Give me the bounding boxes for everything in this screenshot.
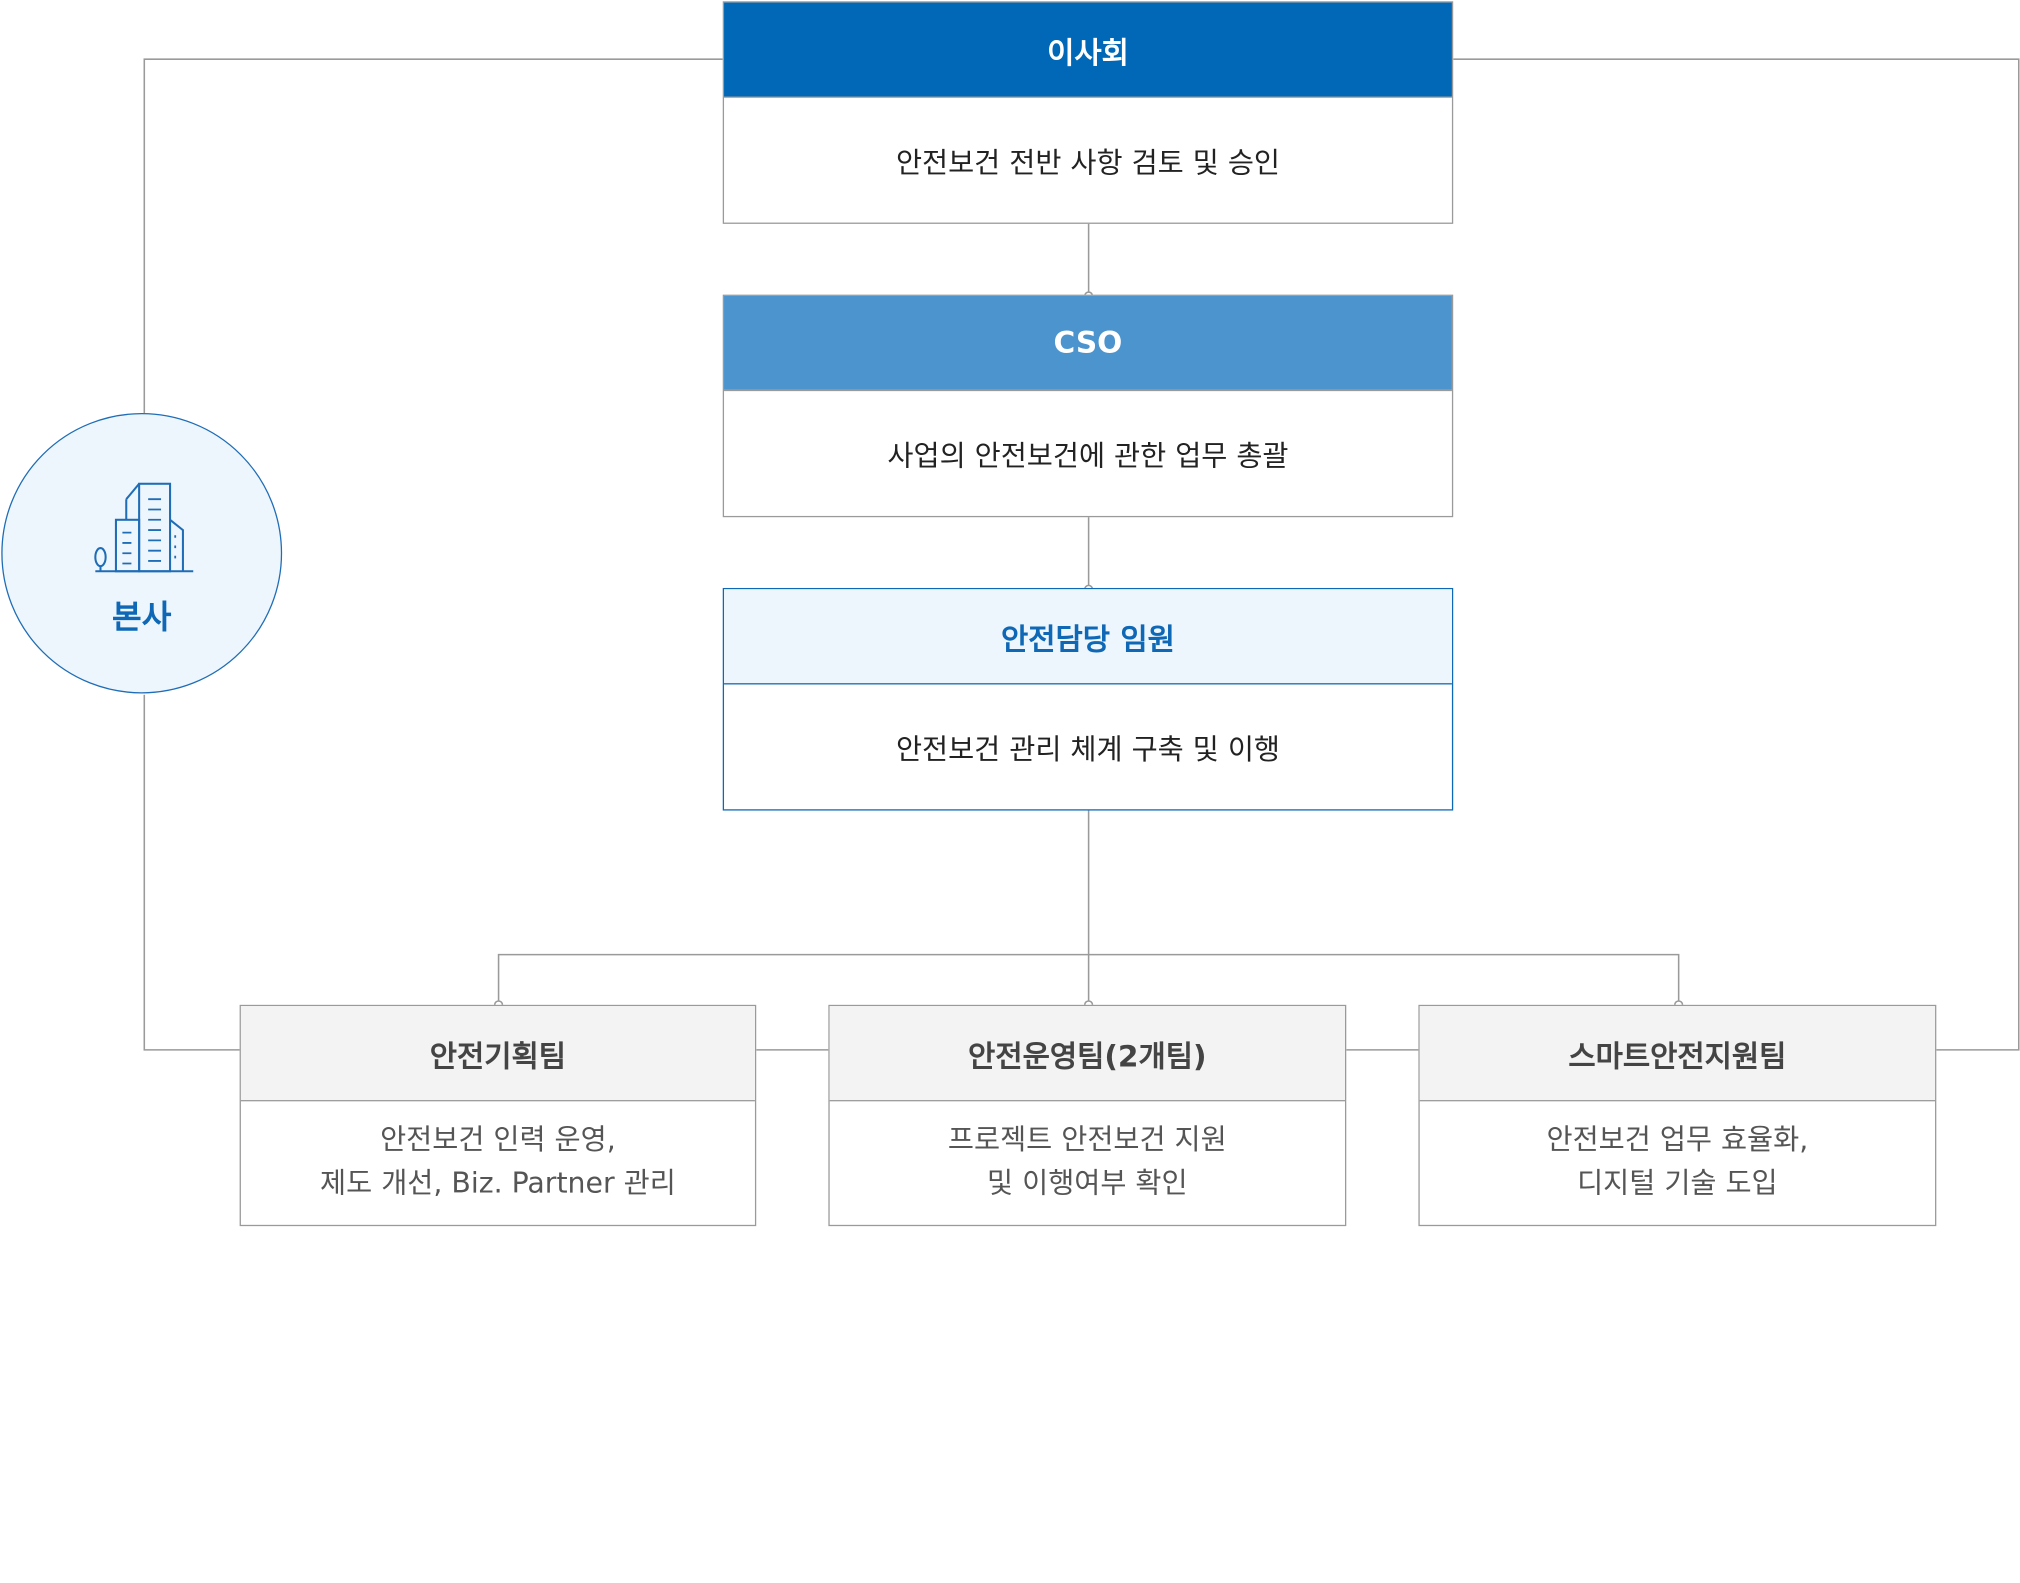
hq-node: 본사 [1, 412, 283, 694]
team-operation-desc: 프로젝트 안전보건 지원 및 이행여부 확인 [829, 1100, 1345, 1225]
team-operation-desc-line: 프로젝트 안전보건 지원 [947, 1124, 1227, 1157]
officer-box: 안전담당 임원 안전보건 관리 체계 구축 및 이행 [722, 587, 1454, 811]
team-planning-box: 안전기획팀 안전보건 인력 운영, 제도 개선, Biz. Partner 관리 [239, 1004, 757, 1227]
cso-box: CSO 사업의 안전보건에 관한 업무 총괄 [722, 294, 1454, 518]
team-smart-title: 스마트안전지원팀 [1419, 1006, 1936, 1101]
team-planning-desc-line: 안전보건 인력 운영, [380, 1124, 616, 1157]
cso-desc: 사업의 안전보건에 관한 업무 총괄 [724, 389, 1452, 516]
team-planning-title: 안전기획팀 [240, 1006, 755, 1101]
hq-label: 본사 [112, 598, 172, 636]
board-title: 이사회 [724, 2, 1452, 97]
officer-desc: 안전보건 관리 체계 구축 및 이행 [724, 683, 1452, 809]
team-smart-desc: 안전보건 업무 효율화, 디지털 기술 도입 [1419, 1100, 1936, 1225]
team-smart-desc-line: 안전보건 업무 효율화, [1546, 1124, 1809, 1157]
team-smart-desc-line: 디지털 기술 도입 [1577, 1168, 1778, 1201]
building-icon [94, 482, 194, 573]
officer-title: 안전담당 임원 [724, 589, 1452, 684]
board-desc: 안전보건 전반 사항 검토 및 승인 [724, 96, 1452, 222]
team-operation-desc-line: 및 이행여부 확인 [987, 1168, 1188, 1201]
team-planning-desc-line: 제도 개선, Biz. Partner 관리 [320, 1168, 676, 1201]
cso-title: CSO [724, 295, 1452, 390]
board-box: 이사회 안전보건 전반 사항 검토 및 승인 [722, 1, 1454, 224]
team-operation-title: 안전운영팀(2개팀) [829, 1006, 1345, 1101]
team-planning-desc: 안전보건 인력 운영, 제도 개선, Biz. Partner 관리 [240, 1100, 755, 1225]
team-operation-box: 안전운영팀(2개팀) 프로젝트 안전보건 지원 및 이행여부 확인 [828, 1004, 1347, 1227]
team-smart-box: 스마트안전지원팀 안전보건 업무 효율화, 디지털 기술 도입 [1418, 1004, 1937, 1227]
